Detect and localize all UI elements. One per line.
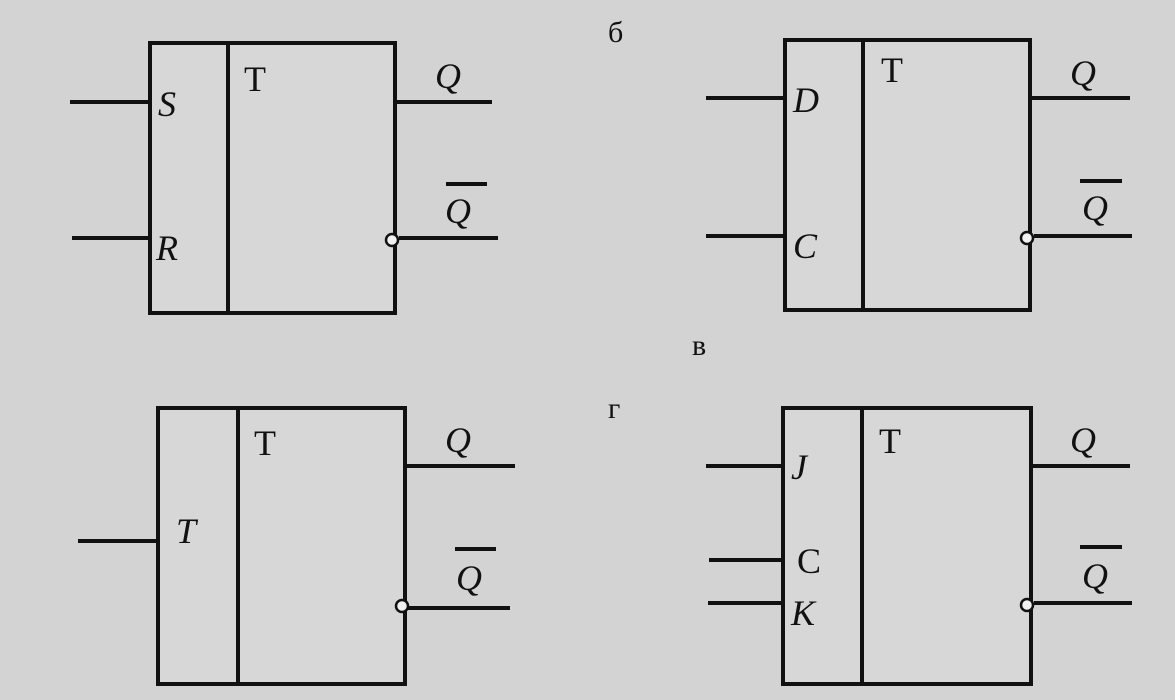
output-label-q-inverted: Q	[456, 558, 482, 598]
input-label-c: C	[797, 541, 821, 581]
caption-v: в	[692, 329, 706, 362]
output-label-q: Q	[1070, 420, 1096, 460]
trigger-type-label: T	[881, 50, 903, 90]
trigger-type-label: T	[244, 59, 266, 99]
output-label-q-inverted: Q	[1082, 556, 1108, 596]
inversion-bubble	[1019, 230, 1035, 246]
rs-flip-flop-block: S R T Q Q	[70, 41, 498, 315]
caption-b: б	[608, 16, 623, 49]
input-label-j: J	[791, 447, 809, 487]
input-label-r: R	[155, 228, 178, 268]
input-label-k: K	[790, 593, 817, 633]
jk-flip-flop-block: J C K T Q Q	[706, 406, 1132, 686]
output-label-q: Q	[1070, 53, 1096, 93]
d-flip-flop-block: D C T Q Q	[706, 38, 1132, 312]
input-label-t: T	[176, 511, 199, 551]
output-label-q-inverted: Q	[1082, 188, 1108, 228]
input-label-c: C	[793, 226, 818, 266]
t-flip-flop-block: T T Q Q	[78, 406, 515, 686]
caption-g: г	[608, 392, 620, 425]
input-label-s: S	[158, 84, 176, 124]
inversion-bubble	[394, 598, 410, 614]
output-label-q-inverted: Q	[445, 191, 471, 231]
trigger-type-label: T	[879, 421, 901, 461]
output-label-q: Q	[435, 56, 461, 96]
inversion-bubble	[384, 232, 400, 248]
inversion-bubble	[1019, 597, 1035, 613]
input-label-d: D	[792, 80, 819, 120]
trigger-type-label: T	[254, 423, 276, 463]
output-label-q: Q	[445, 420, 471, 460]
